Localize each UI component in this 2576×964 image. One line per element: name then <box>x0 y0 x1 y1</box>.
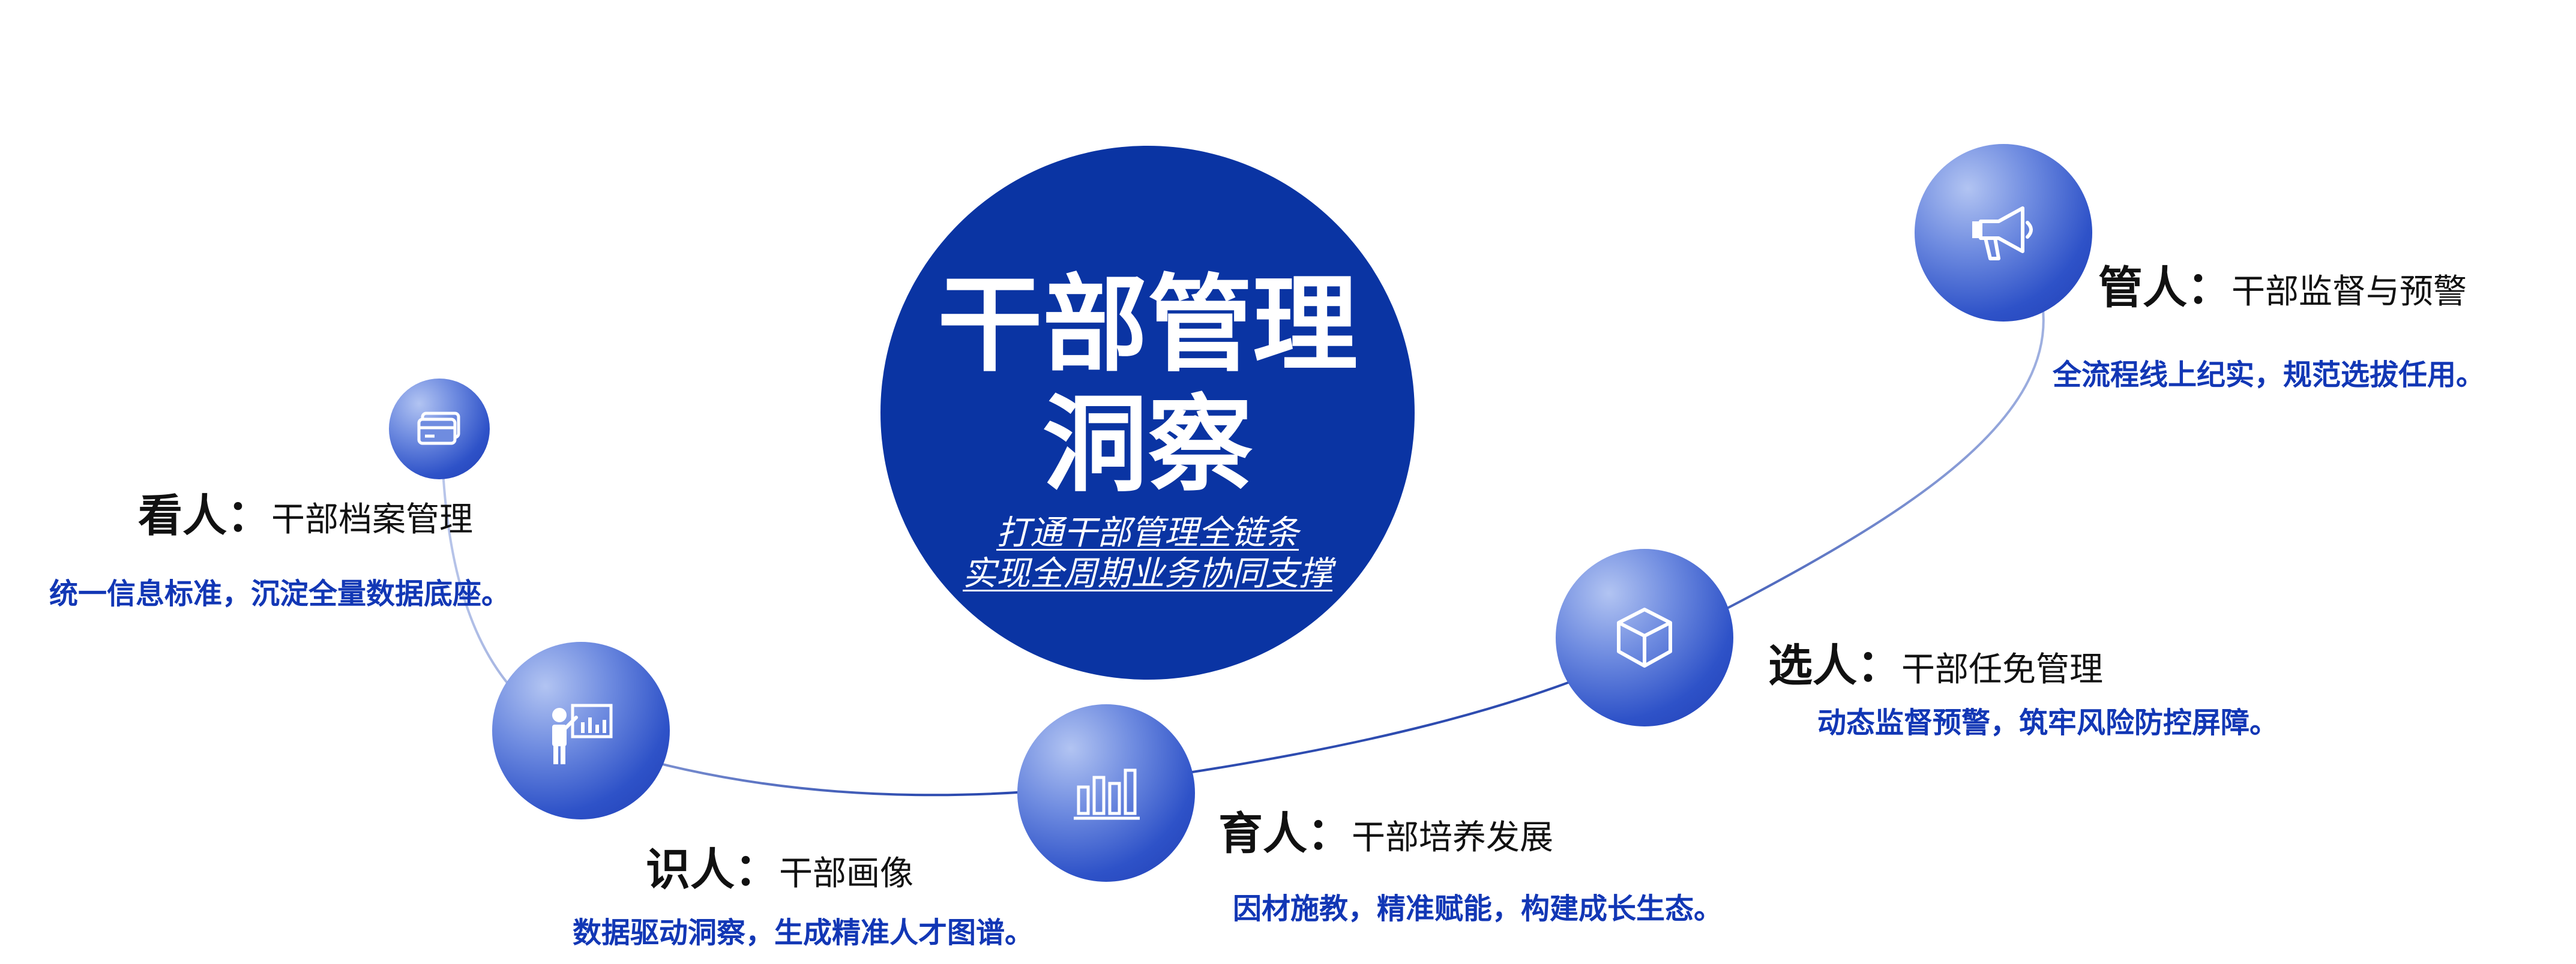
megaphone-icon <box>1967 200 2039 266</box>
label-shiren-sub: 干部画像 <box>779 854 913 893</box>
label-xuanren-head: 选人 <box>1768 640 1857 692</box>
desc-shiren: 数据驱动洞察，生成精准人才图谱。 <box>573 916 1034 950</box>
label-shiren: 识人：干部画像 <box>646 844 913 896</box>
node-yuren <box>1017 704 1195 882</box>
label-shiren-head: 识人 <box>646 844 735 896</box>
label-kanren: 看人：干部档案管理 <box>138 490 473 542</box>
node-xuanren <box>1556 549 1733 726</box>
desc-kanren: 统一信息标准，沉淀全量数据底座。 <box>49 577 511 611</box>
center-title: 干部管理 洞察 <box>937 265 1358 506</box>
label-guanren-sub: 干部监督与预警 <box>2231 272 2467 311</box>
label-yuren-sub: 干部培养发展 <box>1352 818 1553 857</box>
label-guanren: 管人：干部监督与预警 <box>2098 262 2467 314</box>
node-shiren <box>492 642 670 819</box>
id-card-icon <box>417 411 462 447</box>
label-guanren-head: 管人 <box>2098 262 2187 314</box>
presentation-icon <box>545 695 617 767</box>
label-xuanren: 选人：干部任免管理 <box>1768 640 2103 692</box>
desc-guanren: 全流程线上纪实，规范选拔任用。 <box>2053 358 2485 392</box>
label-kanren-head: 看人 <box>138 490 227 542</box>
label-yuren: 育人：干部培养发展 <box>1218 808 1553 860</box>
label-xuanren-sub: 干部任免管理 <box>1901 650 2103 689</box>
desc-yuren: 因材施教，精准赋能，构建成长生态。 <box>1233 892 1723 926</box>
label-kanren-sub: 干部档案管理 <box>271 500 473 539</box>
node-kanren <box>389 379 490 479</box>
bar-chart-icon <box>1070 763 1142 823</box>
cube-icon <box>1612 605 1678 671</box>
center-circle: 干部管理 洞察 打通干部管理全链条 实现全周期业务协同支撑 <box>880 146 1415 680</box>
node-guanren <box>1915 144 2092 322</box>
label-yuren-head: 育人 <box>1218 808 1307 860</box>
center-subtitle: 打通干部管理全链条 实现全周期业务协同支撑 <box>963 513 1332 593</box>
desc-xuanren: 动态监督预警，筑牢风险防控屏障。 <box>1817 706 2279 740</box>
